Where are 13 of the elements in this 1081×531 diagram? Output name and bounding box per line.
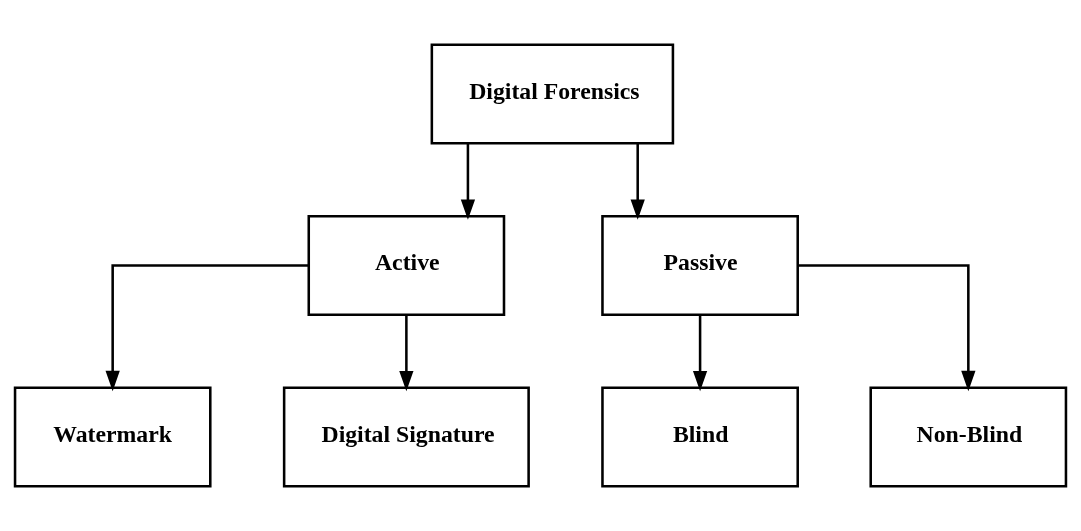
node-box: Passive [601,215,799,316]
node-box: Non-Blind [869,386,1068,488]
node-box: Blind [601,386,799,488]
arrow [798,264,976,392]
node-box: Digital Forensics [430,43,675,145]
arrow [105,264,309,392]
arrow [630,143,645,220]
arrow [460,143,476,220]
arrow [692,315,708,392]
node-box: Digital Signature [282,386,530,488]
node-box: Watermark [13,386,212,488]
arrow [399,315,414,392]
node-box: Active [307,215,506,316]
